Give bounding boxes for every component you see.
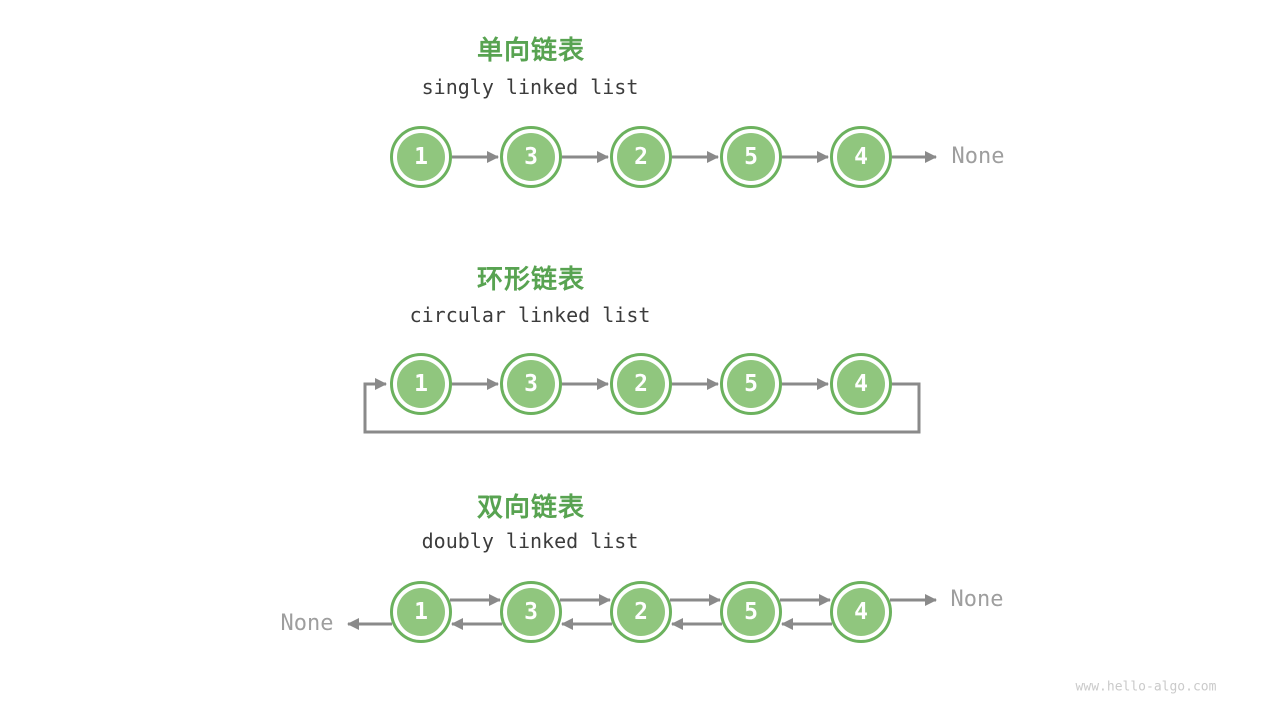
node-value: 3 [507,360,555,408]
node-singly-1: 3 [500,126,562,188]
node-value: 5 [727,360,775,408]
node-singly-3: 5 [720,126,782,188]
none-label-doubly-head: None [280,611,334,636]
node-value: 5 [727,588,775,636]
watermark: www.hello-algo.com [1075,679,1217,695]
node-doubly-1: 3 [500,581,562,643]
node-circular-2: 2 [610,353,672,415]
node-singly-4: 4 [830,126,892,188]
node-value: 5 [727,133,775,181]
node-value: 3 [507,588,555,636]
node-doubly-0: 1 [390,581,452,643]
node-value: 1 [397,133,445,181]
section-title-singly: 单向链表 [476,35,586,65]
node-doubly-4: 4 [830,581,892,643]
node-singly-2: 2 [610,126,672,188]
node-value: 3 [507,133,555,181]
node-circular-0: 1 [390,353,452,415]
node-circular-1: 3 [500,353,562,415]
node-value: 4 [837,588,885,636]
node-doubly-2: 2 [610,581,672,643]
node-value: 2 [617,133,665,181]
section-title-doubly: 双向链表 [476,492,586,522]
section-subtitle-circular: circular linked list [409,303,651,327]
node-value: 4 [837,133,885,181]
node-value: 1 [397,588,445,636]
section-subtitle-singly: singly linked list [421,75,639,99]
node-circular-4: 4 [830,353,892,415]
node-circular-3: 5 [720,353,782,415]
node-value: 1 [397,360,445,408]
node-value: 4 [837,360,885,408]
node-value: 2 [617,360,665,408]
section-subtitle-doubly: doubly linked list [421,529,639,553]
node-value: 2 [617,588,665,636]
node-singly-0: 1 [390,126,452,188]
none-label-singly-tail: None [951,144,1005,169]
node-doubly-3: 5 [720,581,782,643]
section-title-circular: 环形链表 [476,264,586,294]
none-label-doubly-tail: None [950,587,1004,612]
